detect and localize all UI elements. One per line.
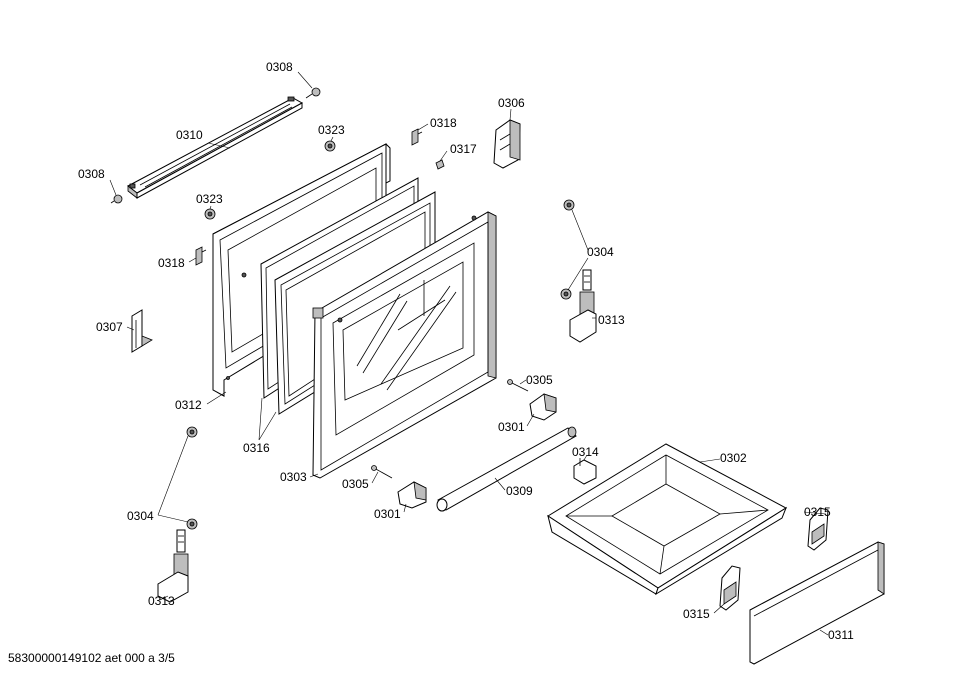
part-0309-handle-bar: [436, 426, 577, 512]
label-0307: 0307: [96, 320, 123, 334]
part-0323-clip-top: [324, 140, 336, 152]
part-0313-hinge-right: [569, 269, 597, 343]
label-0301-right: 0301: [498, 420, 525, 434]
label-0305-left: 0305: [342, 477, 369, 491]
label-0315-left: 0315: [683, 607, 710, 621]
part-0310-trim-strip: [127, 96, 304, 199]
label-0315-right: 0315: [804, 505, 831, 519]
part-0306-hinge-cover: [493, 119, 521, 169]
part-0323-clip-left: [204, 208, 216, 220]
label-0309: 0309: [506, 484, 533, 498]
part-0315-clip-left: [719, 565, 741, 611]
label-0304-left: 0304: [127, 509, 154, 523]
part-0303-outer-door: [312, 211, 497, 479]
part-0307-bracket: [131, 309, 153, 353]
part-0304-bushing-left-lower: [186, 518, 198, 530]
part-0308-screw-top: [305, 87, 321, 99]
part-0317-pin: [435, 159, 445, 170]
label-0318-left: 0318: [158, 256, 185, 270]
label-0303: 0303: [280, 470, 307, 484]
part-0318-bracket-left: [195, 246, 207, 266]
leader-lines: [109, 71, 829, 636]
part-0318-bracket-top: [411, 128, 423, 146]
label-0318-top: 0318: [430, 116, 457, 130]
part-0304-bushing-left-upper: [186, 426, 198, 438]
label-0316: 0316: [243, 441, 270, 455]
label-0311: 0311: [828, 628, 854, 642]
label-0314: 0314: [572, 445, 599, 459]
label-0305-right: 0305: [526, 373, 553, 387]
label-0310: 0310: [176, 128, 203, 142]
label-0323-left: 0323: [196, 192, 223, 206]
label-0313-right: 0313: [598, 313, 625, 327]
label-0308-left: 0308: [78, 167, 105, 181]
label-0308-top: 0308: [266, 60, 293, 74]
document-reference: 58300000149102 aet 000 a 3/5: [8, 651, 175, 665]
part-0315-clip-right: [807, 507, 829, 551]
label-0302: 0302: [720, 451, 747, 465]
label-0313-left: 0313: [148, 594, 175, 608]
part-0305-screw-left: [371, 465, 393, 479]
part-0305-screw-right: [507, 379, 529, 392]
part-0314-bracket: [573, 458, 597, 485]
part-0304-bushing-right-lower: [560, 288, 572, 300]
label-0304-right: 0304: [587, 245, 614, 259]
part-0311-kick-panel: [749, 541, 885, 665]
part-0301-cap-left: [397, 481, 427, 509]
part-0302-tray: [547, 443, 788, 596]
label-0323-top: 0323: [318, 123, 345, 137]
part-labels: 0308 0310 0323 0318 0306 0317 0308 0323 …: [78, 60, 854, 642]
part-0313-hinge-left: [157, 529, 189, 603]
label-0301-left: 0301: [374, 507, 401, 521]
part-0301-cap-right: [529, 393, 557, 421]
label-0312: 0312: [175, 398, 202, 412]
label-0317: 0317: [450, 142, 477, 156]
part-0308-screw-left: [110, 194, 123, 204]
label-0306: 0306: [498, 96, 525, 110]
part-0304-bushing-top-right: [563, 199, 575, 211]
